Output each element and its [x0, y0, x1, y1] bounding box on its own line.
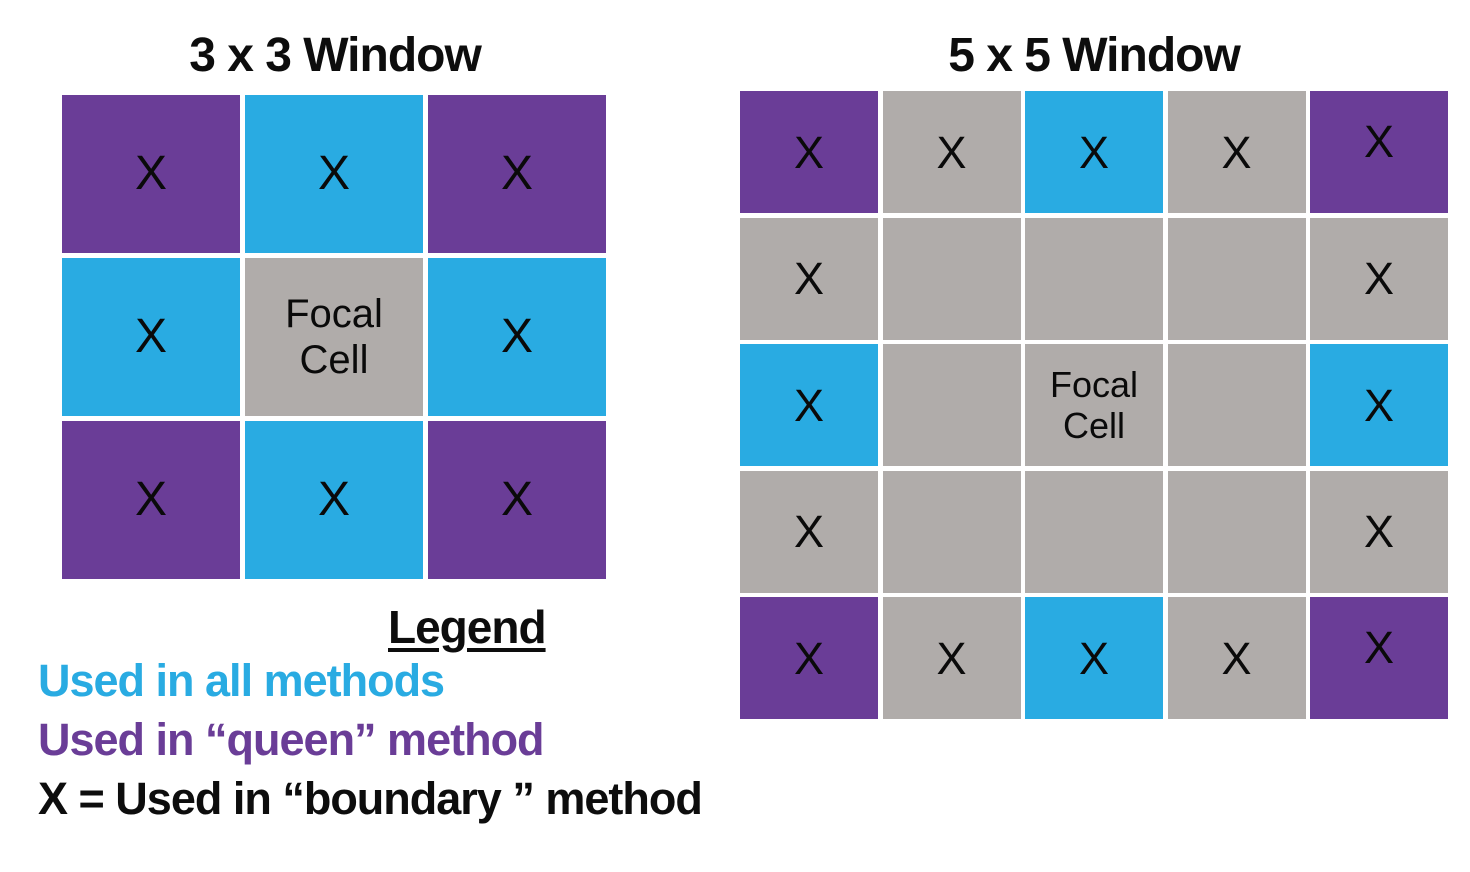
grid-cell-r5c2: X	[882, 597, 1021, 719]
grid-cell-r3c1: X	[740, 344, 878, 466]
x-mark: X	[793, 253, 824, 304]
x-mark: X	[134, 310, 167, 363]
grid-cell-r2c4	[1167, 217, 1306, 340]
grid-cell-r1c3: X	[1025, 91, 1163, 213]
grid-cell-r1c1: X	[62, 95, 240, 253]
grid-cell-r4c5: X	[1310, 470, 1448, 593]
focal-cell-label: Focal Cell	[285, 292, 383, 382]
grid-cell-r1c5: X	[1310, 91, 1448, 213]
window-title-5x5: 5 x 5 Window	[948, 29, 1241, 82]
focal-cell: Focal Cell	[245, 258, 423, 416]
grid-cell-r5c1: X	[740, 597, 878, 719]
grid-cell-r1c2: X	[245, 95, 423, 253]
x-mark: X	[1078, 632, 1109, 684]
grid-cell-r4c2	[882, 470, 1021, 593]
x-mark: X	[793, 126, 824, 178]
legend-item-all-methods: Used in all methods	[38, 655, 445, 706]
grid-cell-r2c1: X	[740, 217, 878, 340]
x-mark: X	[500, 310, 533, 363]
x-mark: X	[936, 126, 967, 178]
x-mark: X	[500, 147, 533, 200]
grid-cell-r3c5: X	[1310, 344, 1448, 466]
grid-cell-r1c4: X	[1167, 91, 1306, 213]
grid-cell-r3c3: X	[428, 421, 606, 579]
x-mark: X	[1363, 379, 1394, 431]
grid-cell-r4c1: X	[740, 470, 878, 593]
x-mark: X	[1363, 115, 1394, 167]
grid-cell-r2c1: X	[62, 258, 240, 416]
x-mark: X	[317, 147, 350, 200]
focal-cell-label: Focal Cell	[1049, 363, 1139, 446]
x-mark: X	[1078, 126, 1109, 178]
grid-cell-r2c2	[882, 217, 1021, 340]
grid-cell-r4c4	[1167, 470, 1306, 593]
grid-cell-r3c2: X	[245, 421, 423, 579]
x-mark: X	[793, 379, 824, 431]
grid-cell-r3c2	[882, 344, 1021, 466]
grid-cell-r2c3	[1025, 217, 1163, 340]
grid-cell-r3c1: X	[62, 421, 240, 579]
grid-cell-r1c2: X	[882, 91, 1021, 213]
focal-cell: Focal Cell	[1025, 344, 1163, 466]
x-mark: X	[134, 147, 167, 200]
grid-cell-r4c3	[1025, 470, 1163, 593]
grid-cell-r2c3: X	[428, 258, 606, 416]
window-title-3x3: 3 x 3 Window	[189, 29, 482, 82]
x-mark: X	[793, 506, 824, 557]
legend-item-queen-method: Used in “queen” method	[38, 714, 545, 765]
x-mark: X	[1221, 632, 1252, 684]
x-mark: X	[1363, 253, 1394, 304]
x-mark: X	[317, 473, 350, 526]
x-mark: X	[500, 473, 533, 526]
grid-cell-r5c4: X	[1167, 597, 1306, 719]
grid-cell-r5c5: X	[1310, 597, 1448, 719]
x-mark: X	[936, 632, 967, 684]
grid-cell-r1c1: X	[740, 91, 878, 213]
x-mark: X	[1363, 621, 1394, 673]
grid-cell-r5c3: X	[1025, 597, 1163, 719]
grid-cell-r2c5: X	[1310, 217, 1448, 340]
grid-cell-r1c3: X	[428, 95, 606, 253]
grid-cell-r3c4	[1167, 344, 1306, 466]
legend-item-boundary-method: X = Used in “boundary ” method	[38, 773, 703, 824]
x-mark: X	[1363, 506, 1394, 557]
x-mark: X	[134, 473, 167, 526]
x-mark: X	[1221, 126, 1252, 178]
x-mark: X	[793, 632, 824, 684]
legend-heading: Legend	[388, 601, 547, 653]
